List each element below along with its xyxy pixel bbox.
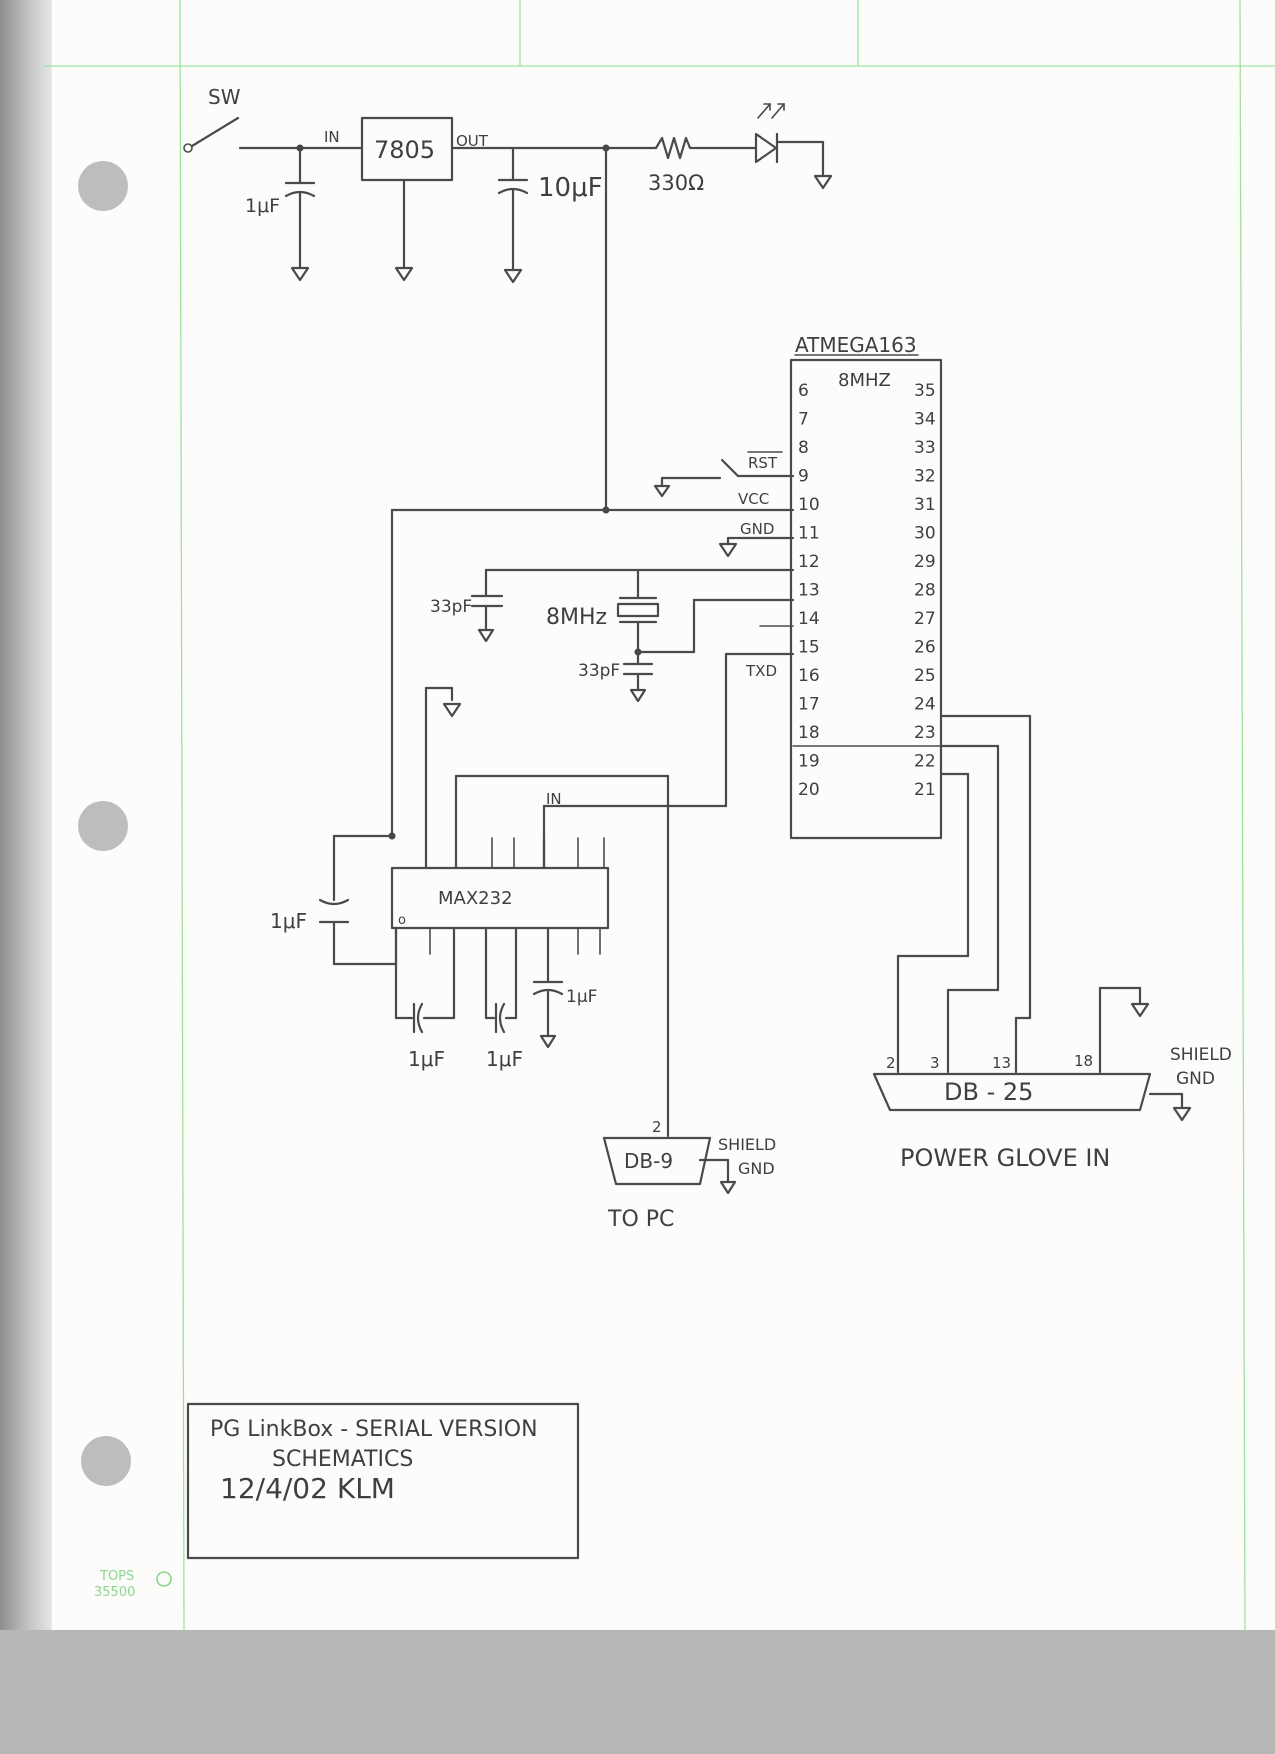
max232-in-label: IN [546,790,562,808]
mcu-name: ATMEGA163 [795,333,917,357]
crystal-frequency: 8MHz [546,605,607,630]
mcu-left-pin-16: 16 [798,666,820,686]
mcu-right-pin-33: 33 [914,438,936,458]
mcu-right-pin-25: 25 [914,666,936,686]
punch-hole-bottom [81,1436,131,1486]
title-block-frame [186,1402,580,1560]
db9-shield-line1: SHIELD [718,1135,776,1154]
mcu-left-pin-17: 17 [798,695,820,715]
mcu-right-pin-32: 32 [914,467,936,487]
max232-cap-right: 1μF [566,987,597,1007]
db25-pin-3: 3 [930,1054,940,1072]
db9-name: DB-9 [624,1149,673,1173]
regulator-out-label: OUT [456,132,489,150]
db9-caption: TO PC [607,1207,674,1232]
crystal-cap-top: 33pF [430,597,472,617]
mcu-right-pin-22: 22 [914,752,936,772]
mcu-right-pin-35: 35 [914,381,936,401]
reset-switch [653,451,795,498]
db25-pin-2: 2 [886,1054,896,1072]
mcu-right-pin-30: 30 [914,524,936,544]
title-line-3: 12/4/02 KLM [220,1472,395,1505]
recycle-icon [156,1571,172,1587]
mcu-left-pin-7: 7 [798,410,809,430]
db25-pin-13: 13 [992,1054,1011,1072]
cap-out-value: 10μF [538,173,603,203]
mcu-left-pin-20: 20 [798,780,820,800]
mcu-left-pin-15: 15 [798,638,820,658]
rst-label: RST [748,454,778,472]
cap-in-value: 1μF [245,195,280,217]
mcu-right-pin-29: 29 [914,552,936,572]
mcu-right-pin-28: 28 [914,581,936,601]
db9-shield-line2: GND [738,1159,775,1178]
mcu-left-pin-10: 10 [798,495,820,515]
max232-chip [318,686,670,1138]
mcu-left-pin-19: 19 [798,752,820,772]
mcu-left-pin-6: 6 [798,381,809,401]
mcu-gnd-net [718,536,795,558]
mcu-right-pin-21: 21 [914,780,936,800]
punch-hole-middle [78,801,128,851]
mcu-right-pin-34: 34 [914,410,936,430]
mcu-left-pin-9: 9 [798,467,809,487]
mcu-left-pin-12: 12 [798,552,820,572]
max232-name: MAX232 [438,888,513,909]
db9-pin-label: 2 [652,1118,662,1136]
title-line-1: PG LinkBox - SERIAL VERSION [210,1417,538,1442]
scanner-bed [0,1630,1275,1754]
db25-wiring [896,714,1150,1074]
scanner-edge [0,0,52,1630]
mcu-clock: 8MHZ [838,370,891,391]
mcu-right-pin-27: 27 [914,609,936,629]
gnd-label: GND [740,520,774,538]
max232-cap-left: 1μF [270,909,307,933]
regulator-part-label: 7805 [374,136,435,164]
mcu-right-pin-31: 31 [914,495,936,515]
paper-brand-number: 35500 [94,1585,135,1600]
max232-pin1-mark: o [398,913,406,928]
mcu-right-pin-26: 26 [914,638,936,658]
db25-caption: POWER GLOVE IN [900,1144,1110,1172]
txd-net [542,652,795,870]
db25-shield-line2: GND [1176,1069,1215,1089]
vcc-label: VCC [738,490,769,508]
max232-cap-bottom-2: 1μF [486,1047,523,1071]
txd-label: TXD [745,662,777,680]
mcu-left-pin-11: 11 [798,524,820,544]
mcu-left-pin-8: 8 [798,438,809,458]
db25-name: DB - 25 [944,1078,1033,1106]
punch-hole-top [78,161,128,211]
regulator-in-label: IN [324,128,340,146]
db25-shield-line1: SHIELD [1170,1045,1232,1065]
max232-cap-bottom-1: 1μF [408,1047,445,1071]
mcu-right-pin-labels: 35 34 33 32 31 30 29 28 27 26 25 24 23 22 21 [914,381,936,800]
title-line-2: SCHEMATICS [272,1447,413,1472]
power-supply [183,103,833,514]
mcu-left-pin-14: 14 [798,609,820,629]
db25-connector [872,1072,1192,1122]
mcu-left-pin-labels: 6 7 8 9 10 11 12 13 14 15 16 17 18 19 20 [798,381,820,800]
paper-grid [44,0,1275,1631]
resistor-value: 330Ω [648,171,704,195]
mcu-left-pin-13: 13 [798,581,820,601]
db25-pin-18: 18 [1074,1052,1093,1070]
vcc-net [388,508,795,840]
paper-sheet [52,0,1275,1630]
crystal-cap-bottom: 33pF [578,661,620,681]
mcu-right-pin-24: 24 [914,695,936,715]
switch-label: SW [208,85,241,109]
mcu-left-pin-18: 18 [798,723,820,743]
crystal-circuit [470,568,795,703]
mcu-right-pin-23: 23 [914,723,936,743]
paper-brand-name: TOPS [99,1569,134,1584]
db9-connector [602,1136,737,1195]
